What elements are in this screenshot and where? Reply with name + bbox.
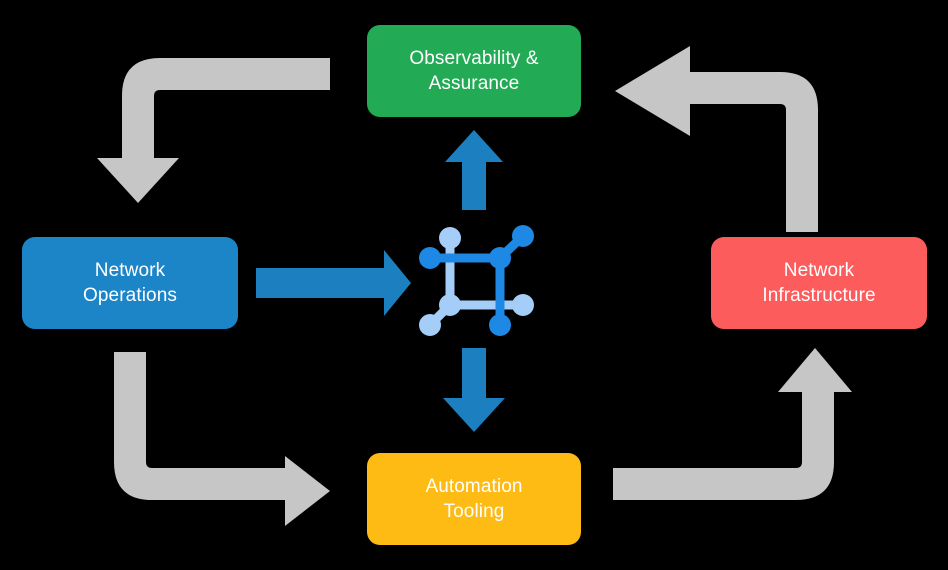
box-automation-tooling-label: Automation Tooling	[425, 475, 523, 522]
arrow-operations-to-automation	[114, 352, 330, 526]
arrow-observability-to-operations	[97, 58, 330, 203]
arrow-automation-to-infrastructure	[613, 348, 852, 500]
arrow-infrastructure-to-observability	[615, 46, 818, 232]
arrow-operations-to-center	[256, 250, 411, 316]
box-network-operations-label: Network Operations	[83, 259, 177, 306]
box-network-operations[interactable]: Network Operations	[22, 237, 238, 329]
box-observability-assurance[interactable]: Observability & Assurance	[367, 25, 581, 117]
box-network-infrastructure-label: Network Infrastructure	[762, 259, 876, 306]
arrow-center-to-automation	[443, 348, 505, 432]
box-network-infrastructure[interactable]: Network Infrastructure	[711, 237, 927, 329]
arrow-center-to-observability	[445, 130, 503, 210]
box-observability-label: Observability & Assurance	[409, 47, 539, 94]
network-topology-icon	[419, 225, 534, 336]
box-automation-tooling[interactable]: Automation Tooling	[367, 453, 581, 545]
